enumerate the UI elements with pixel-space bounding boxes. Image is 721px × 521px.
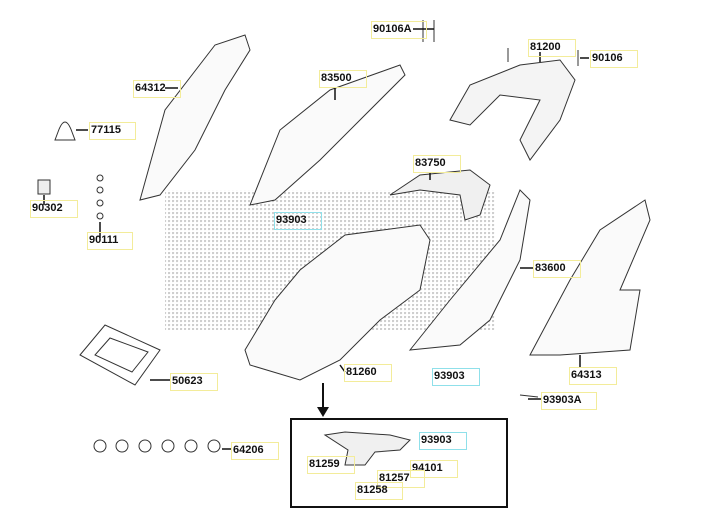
part-64206 xyxy=(93,439,221,453)
part-90111 xyxy=(96,174,104,220)
part-label: 50623 xyxy=(170,373,218,391)
part-label: 64206 xyxy=(231,442,279,460)
part-label: 93903A xyxy=(541,392,597,410)
part-label: 81257 xyxy=(377,470,425,488)
part-label-highlighted: 93903 xyxy=(274,212,322,230)
part-81259-detail xyxy=(323,431,411,466)
part-83500 xyxy=(249,64,406,206)
part-label: 83600 xyxy=(533,260,581,278)
part-81260 xyxy=(244,224,431,381)
part-label: 90111 xyxy=(87,232,134,250)
bolts xyxy=(422,20,579,398)
part-label: 83500 xyxy=(319,70,367,88)
part-50623 xyxy=(79,324,161,386)
part-label: 81259 xyxy=(307,456,355,474)
part-label-highlighted: 93903 xyxy=(432,368,480,386)
part-label: 90106 xyxy=(590,50,638,68)
part-83600 xyxy=(408,189,531,351)
part-label: 64312 xyxy=(133,80,181,98)
part-label: 64313 xyxy=(569,367,617,385)
part-label: 94101 xyxy=(410,460,458,478)
part-90302 xyxy=(37,179,51,195)
detail-box xyxy=(290,418,508,508)
part-label: 77115 xyxy=(89,122,136,140)
part-label: 90106A xyxy=(371,21,427,39)
part-label: 90302 xyxy=(30,200,78,218)
part-77115 xyxy=(54,121,76,141)
part-label: 81200 xyxy=(528,39,576,57)
part-label: 83750 xyxy=(413,155,461,173)
part-81200 xyxy=(449,59,576,161)
part-label: 81258 xyxy=(355,482,403,500)
part-83750 xyxy=(389,169,491,221)
part-64312 xyxy=(139,34,251,201)
part-64313 xyxy=(529,199,651,356)
part-label-highlighted: 93903 xyxy=(419,432,467,450)
part-label: 81260 xyxy=(344,364,392,382)
